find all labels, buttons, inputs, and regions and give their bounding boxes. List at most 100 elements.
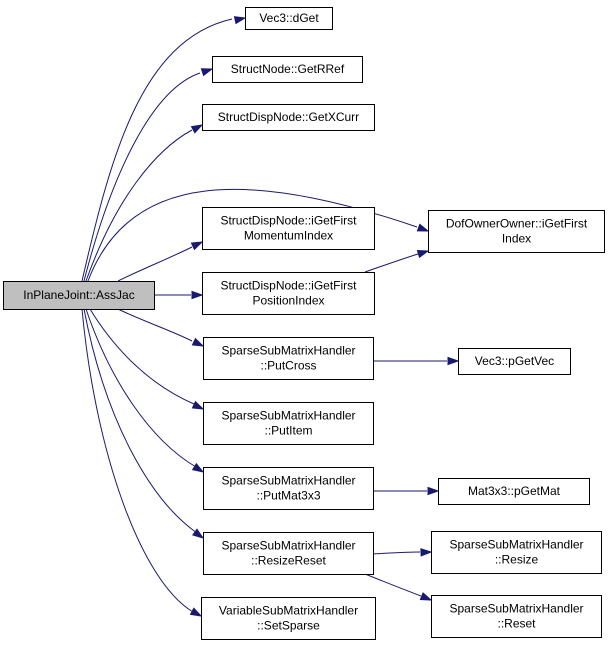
node-box xyxy=(245,7,333,30)
edge-line xyxy=(117,246,193,282)
node-label-line: Vec3::pGetVec xyxy=(475,354,554,368)
node-label-line: SparseSubMatrixHandler xyxy=(449,602,583,616)
node-label-line: InPlaneJoint::AssJac xyxy=(23,288,134,302)
nodes-layer: InPlaneJoint::AssJac Vec3::dGetStructNode… xyxy=(3,7,605,640)
edge-line xyxy=(89,308,195,405)
node-label-line: VariableSubMatrixHandler xyxy=(219,604,358,618)
arrowhead-icon xyxy=(190,124,204,134)
edge-root-to-ssmh_putitem xyxy=(89,308,205,410)
edge-line xyxy=(83,72,201,282)
edge-root-to-vsmh_setsparse xyxy=(81,308,203,617)
edge-root-to-structnode_getrref xyxy=(83,68,214,282)
node-box xyxy=(203,532,374,575)
node-label-line: ::Reset xyxy=(497,617,536,631)
arrowhead-icon xyxy=(190,241,204,251)
arrowhead-icon xyxy=(192,528,205,539)
edge-line xyxy=(85,308,197,468)
edge-line xyxy=(81,308,194,613)
node-ssmh-putitem[interactable]: SparseSubMatrixHandler::PutItem xyxy=(203,402,374,445)
node-ssmh-resizereset[interactable]: SparseSubMatrixHandler::ResizeReset xyxy=(203,532,374,575)
edge-line xyxy=(364,253,419,273)
edge-root-to-ssmh_resizereset xyxy=(83,308,205,539)
node-label-line: ::SetSparse xyxy=(257,619,320,633)
edge-ssmh_putmat3x3-to-mat3x3_pgetmat xyxy=(373,486,440,496)
node-label-line: SparseSubMatrixHandler xyxy=(221,539,355,553)
node-ssmh-putcross[interactable]: SparseSubMatrixHandler::PutCross xyxy=(203,337,374,380)
edge-line xyxy=(372,551,421,555)
node-label-line: Vec3::dGet xyxy=(259,11,319,25)
node-label-line: ::PutCross xyxy=(260,359,316,373)
edge-structdispnode_position-to-dofownerowner_igetfirst xyxy=(364,250,430,273)
node-box xyxy=(203,402,374,445)
node-box xyxy=(202,104,375,131)
node-label-line: PositionIndex xyxy=(252,294,324,308)
edge-line xyxy=(117,308,193,342)
node-label-line: SparseSubMatrixHandler xyxy=(221,344,355,358)
edge-ssmh_resizereset-to-ssmh_resize xyxy=(372,548,433,557)
arrowhead-icon xyxy=(447,356,460,366)
node-label-line: Mat3x3::pGetMat xyxy=(468,484,561,498)
node-box xyxy=(201,597,376,640)
edge-ssmh_putcross-to-vec3_pgetvec xyxy=(373,356,460,366)
node-box xyxy=(458,348,571,375)
node-box xyxy=(202,207,375,250)
arrowhead-icon xyxy=(427,486,440,496)
arrowhead-icon xyxy=(191,462,205,473)
arrowhead-icon xyxy=(191,290,204,300)
edge-root-to-ssmh_putcross xyxy=(117,308,205,347)
edge-root-to-vec3_dget xyxy=(81,16,247,282)
node-label-line: SparseSubMatrixHandler xyxy=(221,409,355,423)
root-node-box xyxy=(3,281,155,310)
node-box xyxy=(203,467,374,510)
edge-line xyxy=(83,308,198,534)
edge-root-to-structdispnode_getxcurr xyxy=(85,124,204,282)
node-label-line: ::PutItem xyxy=(264,424,312,438)
node-label-line: StructNode::GetRRef xyxy=(231,62,345,76)
node-box xyxy=(431,595,602,638)
node-ssmh-resize[interactable]: SparseSubMatrixHandler::Resize xyxy=(431,531,602,574)
node-label-line: SparseSubMatrixHandler xyxy=(221,474,355,488)
edges-layer xyxy=(81,16,460,617)
node-box xyxy=(438,478,590,505)
arrowhead-icon xyxy=(419,592,433,601)
arrowhead-icon xyxy=(416,223,430,232)
edge-line xyxy=(81,18,233,282)
arrowhead-icon xyxy=(189,607,203,617)
arrowhead-icon xyxy=(416,250,430,259)
arrowhead-icon xyxy=(191,337,205,347)
node-box xyxy=(428,210,605,253)
node-label-line: StructDispNode::iGetFirst xyxy=(220,279,357,293)
node-box xyxy=(212,56,363,83)
edge-root-to-structdispnode_momentum xyxy=(117,241,204,282)
node-box xyxy=(203,337,374,380)
node-structdispnode-getxcurr[interactable]: StructDispNode::GetXCurr xyxy=(202,104,375,131)
node-vec3-dget[interactable]: Vec3::dGet xyxy=(245,7,333,30)
arrowhead-icon xyxy=(420,548,433,557)
edge-line xyxy=(85,129,193,282)
node-vsmh-setsparse[interactable]: VariableSubMatrixHandler::SetSparse xyxy=(201,597,376,640)
node-mat3x3-pgetmat[interactable]: Mat3x3::pGetMat xyxy=(438,478,590,505)
node-label-line: StructDispNode::iGetFirst xyxy=(220,214,357,228)
edge-line xyxy=(364,573,422,597)
node-label-line: ::PutMat3x3 xyxy=(256,489,320,503)
node-label-line: ::ResizeReset xyxy=(251,554,326,568)
edge-ssmh_resizereset-to-ssmh_reset xyxy=(364,573,433,601)
arrowhead-icon xyxy=(200,68,214,77)
node-label-line: StructDispNode::GetXCurr xyxy=(218,110,359,124)
node-structnode-getrref[interactable]: StructNode::GetRRef xyxy=(212,56,363,83)
node-ssmh-reset[interactable]: SparseSubMatrixHandler::Reset xyxy=(431,595,602,638)
node-root[interactable]: InPlaneJoint::AssJac xyxy=(3,281,155,310)
node-label-line: SparseSubMatrixHandler xyxy=(449,538,583,552)
node-ssmh-putmat3x3[interactable]: SparseSubMatrixHandler::PutMat3x3 xyxy=(203,467,374,510)
edge-root-to-structdispnode_position xyxy=(154,290,204,300)
node-box xyxy=(431,531,602,574)
node-box xyxy=(202,272,375,315)
node-vec3-pgetvec[interactable]: Vec3::pGetVec xyxy=(458,348,571,375)
node-label-line: MomentumIndex xyxy=(244,229,333,243)
node-label-line: DofOwnerOwner::iGetFirst xyxy=(446,217,588,231)
node-label-line: Index xyxy=(502,232,531,246)
